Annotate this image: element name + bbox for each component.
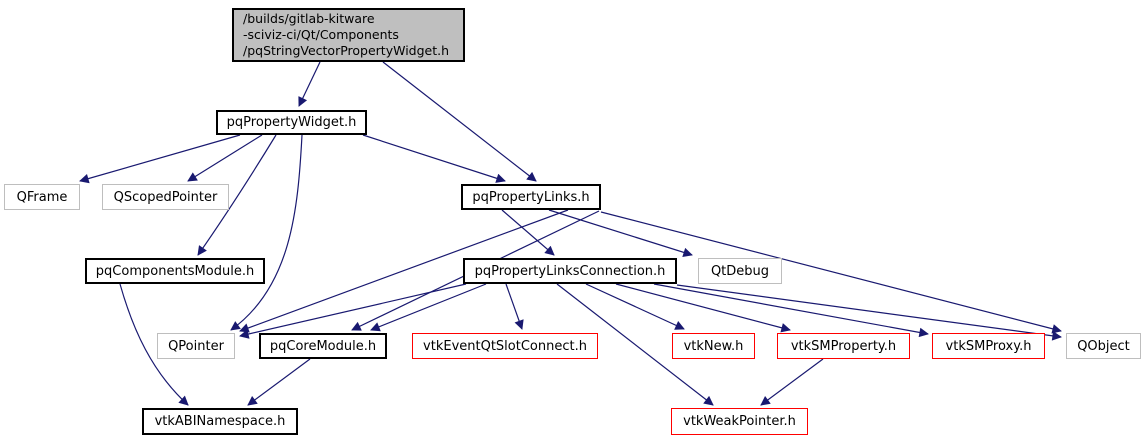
node-label: vtkSMProxy.h (945, 338, 1032, 354)
node-vtkSMProperty-h[interactable]: vtkSMProperty.h (777, 333, 910, 359)
edge-pqPropertyLinksConnection-QPointer (239, 283, 467, 339)
node-QFrame: QFrame (4, 184, 80, 210)
edge-pqPropertyLinks-QObject (600, 211, 1062, 334)
node-QPointer: QPointer (157, 333, 235, 359)
node-label: pqComponentsModule.h (95, 263, 255, 279)
edge-pqPropertyLinks-QtDebug (548, 209, 693, 257)
edge-pqPropertyLinksConnection-vtkNew (585, 283, 685, 330)
edge-pqPropertyLinks-QPointer (239, 209, 569, 333)
node-vtkNew-h[interactable]: vtkNew.h (672, 333, 755, 359)
node-label: QObject (1077, 338, 1130, 354)
node-label: vtkSMProperty.h (790, 338, 897, 354)
edge-pqPropertyWidget-QPointer (230, 134, 303, 331)
node-QtDebug: QtDebug (698, 258, 782, 284)
node-QScopedPointer: QScopedPointer (102, 184, 229, 210)
node-label: pqPropertyWidget.h (226, 115, 357, 130)
node-pqStringVectorPropertyWidget-h: /builds/gitlab-kitware -sciviz-ci/Qt/Com… (232, 8, 465, 62)
node-label: /builds/gitlab-kitware -sciviz-ci/Qt/Com… (243, 10, 450, 59)
edge-pqCoreModule-vtkABINamespace (247, 358, 311, 406)
edge-pqPropertyLinksConnection-vtkEventQtSlotConnect (505, 283, 524, 330)
node-label: vtkNew.h (683, 338, 744, 354)
edge-pqPropertyWidget-QFrame (79, 134, 241, 184)
node-label: pqCoreModule.h (269, 338, 377, 354)
edge-pqPropertyLinksConnection-QObject (676, 284, 1062, 341)
node-pqPropertyWidget-h[interactable]: pqPropertyWidget.h (216, 110, 367, 135)
node-label: QFrame (16, 189, 68, 205)
edge-pqPropertyWidget-QScopedPointer (187, 134, 263, 182)
node-pqComponentsModule-h[interactable]: pqComponentsModule.h (85, 258, 265, 284)
edge-pqPropertyLinksConnection-vtkWeakPointer (556, 283, 714, 406)
edge-pqPropertyLinksConnection-vtkSMProxy (653, 283, 929, 338)
edge-main-pqPropertyLinks (382, 61, 537, 182)
node-pqPropertyLinksConnection-h[interactable]: pqPropertyLinksConnection.h (463, 258, 677, 284)
node-label: pqPropertyLinksConnection.h (474, 263, 666, 279)
node-vtkWeakPointer-h[interactable]: vtkWeakPointer.h (671, 408, 808, 435)
node-label: vtkEventQtSlotConnect.h (423, 338, 587, 354)
edge-main-pqPropertyWidget (298, 61, 321, 107)
edge-pqPropertyWidget-pqComponentsModule (197, 134, 277, 256)
edge-vtkSMProperty-vtkWeakPointer (760, 358, 824, 406)
edge-pqPropertyWidget-pqPropertyLinks (362, 134, 506, 183)
node-vtkABINamespace-h[interactable]: vtkABINamespace.h (142, 408, 298, 435)
node-label: QPointer (168, 338, 224, 354)
node-pqPropertyLinks-h[interactable]: pqPropertyLinks.h (461, 184, 601, 210)
edge-pqPropertyLinks-pqPropertyLinksConnection (501, 209, 555, 256)
node-vtkEventQtSlotConnect-h[interactable]: vtkEventQtSlotConnect.h (412, 333, 598, 359)
edge-pqPropertyLinksConnection-vtkSMProperty (615, 283, 791, 333)
node-label: vtkABINamespace.h (154, 414, 286, 429)
node-QObject: QObject (1066, 333, 1141, 359)
node-label: QtDebug (710, 263, 770, 279)
node-pqCoreModule-h[interactable]: pqCoreModule.h (259, 333, 387, 359)
node-label: vtkWeakPointer.h (683, 414, 796, 429)
node-label: pqPropertyLinks.h (472, 189, 590, 205)
edge-pqComponentsModule-vtkABINamespace (119, 283, 189, 406)
node-label: QScopedPointer (113, 189, 218, 205)
edge-pqPropertyLinksConnection-pqCoreModule (370, 283, 487, 332)
node-vtkSMProxy-h[interactable]: vtkSMProxy.h (932, 333, 1045, 359)
